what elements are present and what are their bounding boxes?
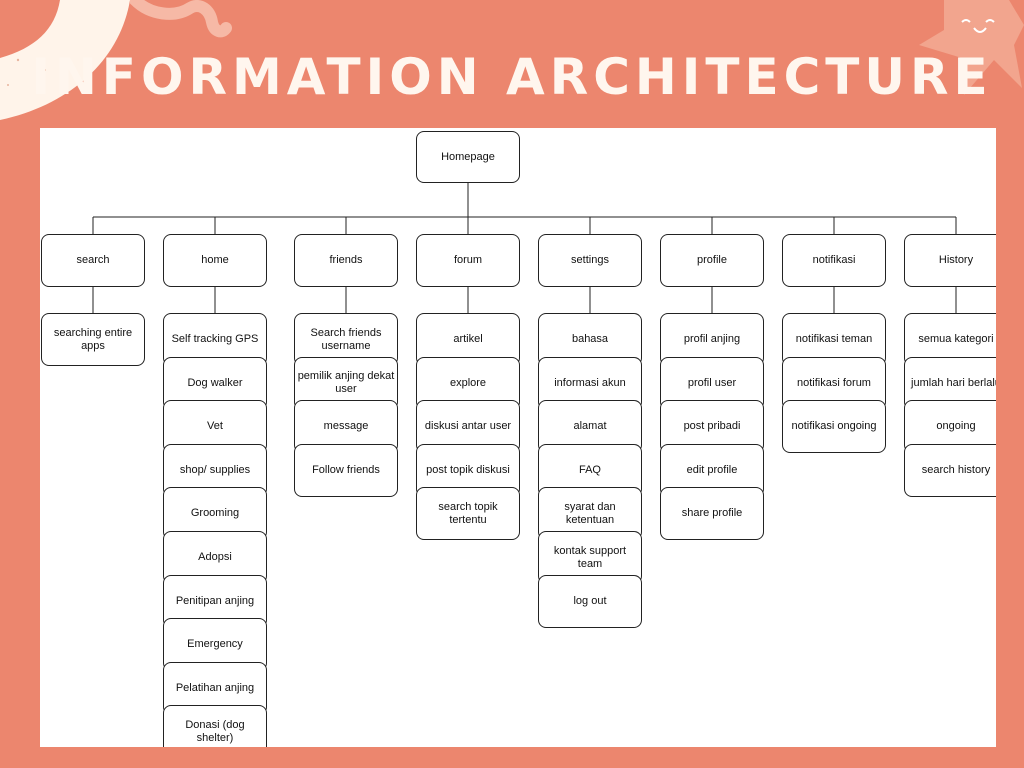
root-node-homepage: Homepage <box>416 131 520 183</box>
page-title: INFORMATION ARCHITECTURE <box>31 48 993 106</box>
leaf-node: search topik tertentu <box>416 487 520 541</box>
category-node-friends: friends <box>294 234 398 287</box>
category-node-notifikasi: notifikasi <box>782 234 886 287</box>
crescent-decoration <box>0 0 130 120</box>
architecture-diagram: Homepage search searching entire apps home… <box>40 128 996 747</box>
connector-lines <box>92 183 957 313</box>
leaf-node: search history <box>904 443 996 497</box>
category-node-forum: forum <box>416 234 520 287</box>
category-node-settings: settings <box>538 234 642 287</box>
category-node-profile: profile <box>660 234 764 287</box>
category-node-search: search <box>41 234 145 287</box>
category-node-home: home <box>163 234 267 287</box>
leaf-node: log out <box>538 574 642 628</box>
category-node-history: History <box>904 234 996 287</box>
leaf-node: share profile <box>660 487 764 541</box>
leaf-node: Donasi (dog shelter) <box>163 705 267 747</box>
star-face-decoration <box>919 0 1024 95</box>
squiggle-decoration <box>130 0 232 38</box>
leaf-node: searching entire apps <box>41 313 145 366</box>
leaf-node: Follow friends <box>294 443 398 497</box>
leaf-node: notifikasi ongoing <box>782 400 886 454</box>
